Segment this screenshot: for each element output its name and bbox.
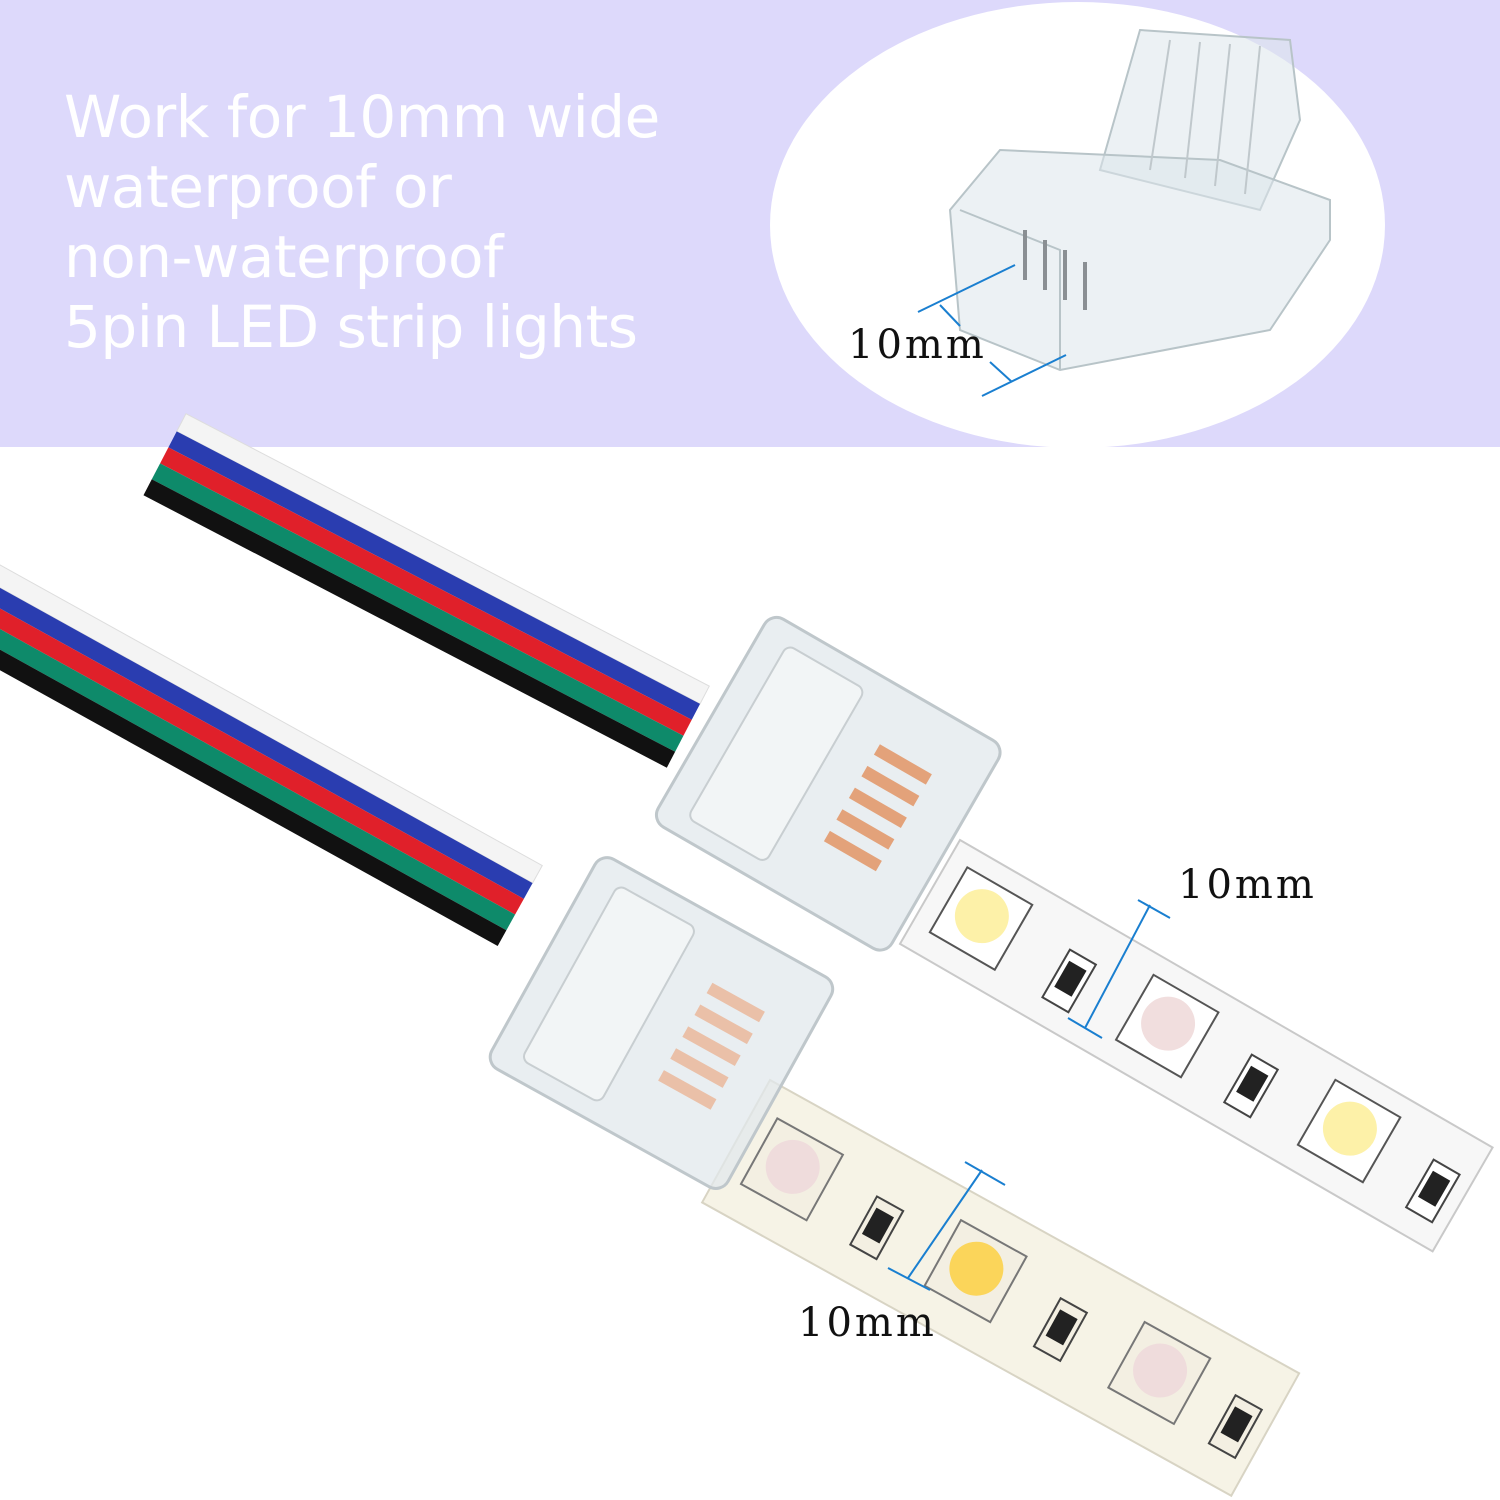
upper-connector — [654, 615, 1002, 952]
dimension-line-lower-strip — [887, 1161, 1006, 1291]
headline-line: waterproof or — [64, 153, 452, 221]
dimension-line-upper-strip — [1067, 899, 1171, 1039]
lower-connector — [488, 856, 835, 1190]
lower-wire-bundle — [0, 564, 543, 947]
dimension-label-top: 10mm — [848, 322, 987, 368]
headline-line: Work for 10mm wide — [64, 83, 660, 151]
upper-wire-bundle — [143, 412, 710, 768]
headline: Work for 10mm wide waterproof or non-wat… — [64, 82, 660, 362]
upper-led-strip — [898, 838, 1494, 1253]
connector-closeup — [948, 28, 1331, 372]
headline-line: 5pin LED strip lights — [64, 293, 638, 361]
dimension-label-upper-strip: 10mm — [1178, 862, 1317, 908]
dimension-line-top — [917, 264, 1067, 397]
headline-line: non-waterproof — [64, 223, 503, 291]
lower-led-strip — [700, 1078, 1301, 1498]
dimension-label-lower-strip: 10mm — [798, 1300, 937, 1346]
